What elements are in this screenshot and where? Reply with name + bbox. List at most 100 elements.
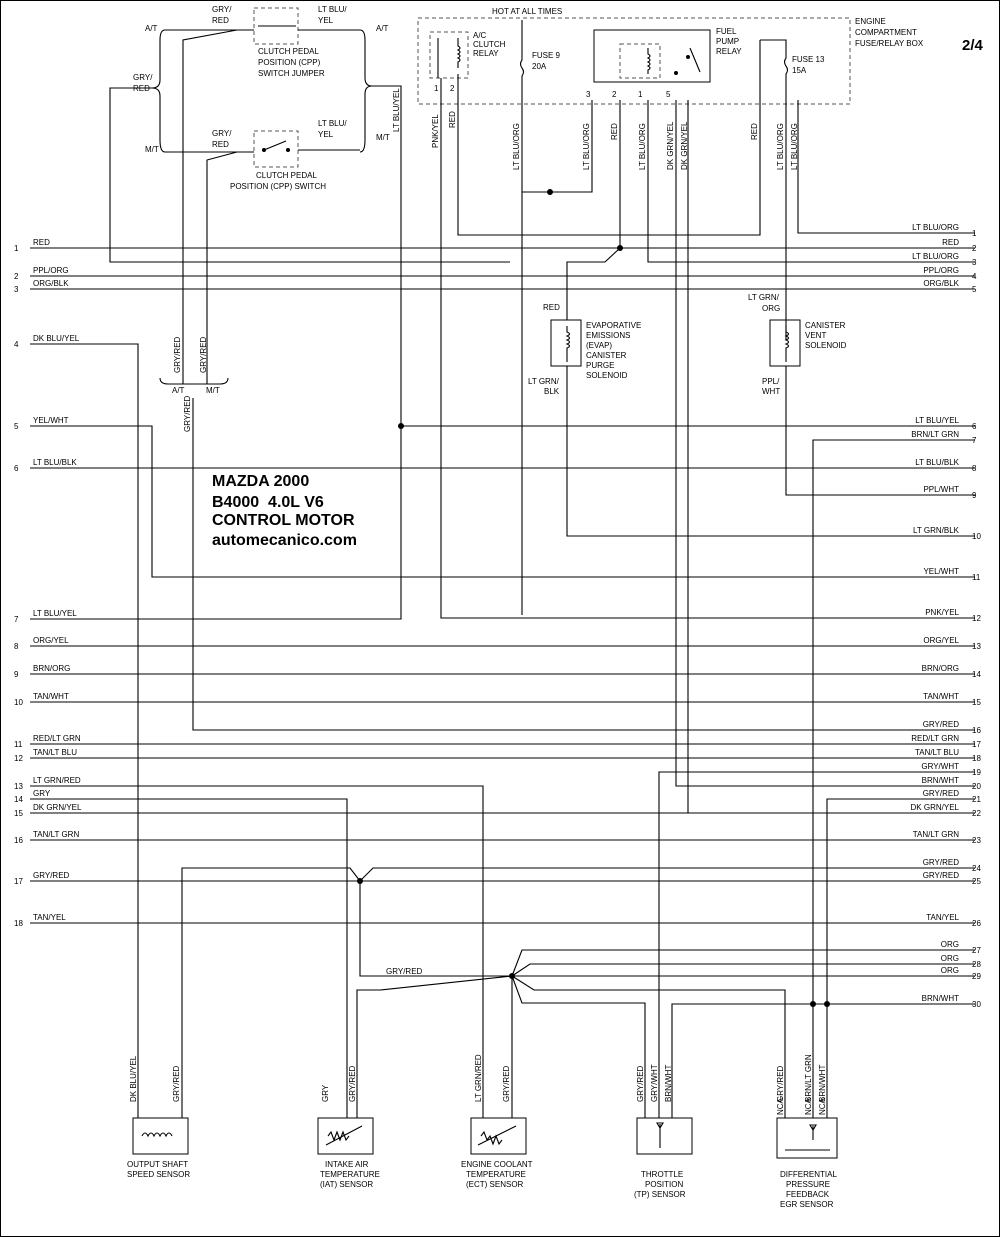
right-wire-label: LT BLU/YEL: [915, 416, 959, 425]
run-gry-red-oss: [181, 867, 361, 1118]
right-wire-label: GRY/WHT: [921, 762, 959, 771]
fpr-1: FUEL: [716, 27, 737, 36]
evap-4: CANISTER: [586, 351, 627, 360]
left-wire-label: ORG/BLK: [33, 279, 69, 288]
evap-ltgrnblk-2: BLK: [544, 387, 560, 396]
oss-lbl-gryred: GRY/RED: [172, 1065, 181, 1102]
splice-fuse9: [547, 189, 553, 195]
fuse9-2: 20A: [532, 62, 547, 71]
wire-gry-red-to-pin3: [109, 87, 510, 263]
left-pin-number: 17: [14, 877, 23, 886]
run-dk-blu-yel: [30, 343, 139, 1118]
dpfe-lbl-brnltgrn: BRN/LT GRN: [804, 1054, 813, 1102]
wire-gry-red-16: [192, 398, 975, 731]
left-wire-label: DK GRN/YEL: [33, 803, 82, 812]
right-wire-label: BRN/LT GRN: [911, 430, 959, 439]
evap-solenoid: RED EVAPORATIVE EMISSIONS (EVAP) CANISTE…: [528, 303, 975, 537]
run-gry-red-tp: [511, 975, 646, 1118]
fpr-pin-5: 5: [666, 90, 671, 99]
wire-red-ac: [457, 78, 620, 236]
mt-label-bottom: M/T: [206, 386, 220, 395]
tp-1: THROTTLE: [641, 1170, 683, 1179]
cpp-jumper-1: CLUTCH PEDAL: [258, 47, 319, 56]
fusebox-wires: PNK/YEL RED LT BLU/ORG LT BLU/ORG RED LT…: [30, 40, 975, 814]
run-org-28: [511, 963, 975, 977]
sensors: DK BLU/YEL GRY/RED OUTPUT SHAFT SPEED SE…: [127, 1054, 838, 1209]
cpp-jumper-box: [253, 7, 299, 45]
evap-1: EVAPORATIVE: [586, 321, 641, 330]
gry-red-switch-2: RED: [212, 140, 229, 149]
right-wire-label: LT BLU/ORG: [912, 223, 959, 232]
left-pin-number: 12: [14, 754, 23, 763]
ect-2: TEMPERATURE: [466, 1170, 526, 1179]
right-wire-label: ORG: [941, 954, 959, 963]
right-wire-label: BRN/WHT: [922, 776, 959, 785]
oss-coil: [141, 1132, 173, 1138]
left-wire-label: LT BLU/BLK: [33, 458, 77, 467]
canister-vent: LT GRN/ ORG CANISTER VENT SOLENOID PPL/ …: [748, 293, 975, 496]
cpp-switch-box: [253, 130, 299, 168]
ect-lbl-gryred: GRY/RED: [502, 1065, 511, 1102]
left-wire-label: LT BLU/YEL: [33, 609, 77, 618]
run-gry: [30, 798, 348, 1118]
wire-ltbluorg-fpr3: [522, 100, 593, 193]
right-wire-label: GRY/RED: [923, 871, 960, 880]
run-brn-wht-20: [826, 798, 975, 1118]
left-pin-number: 16: [14, 836, 23, 845]
iat-box: [317, 1117, 374, 1155]
fpr-2: PUMP: [716, 37, 739, 46]
ltbluyel-vertical: LT BLU/YEL: [392, 88, 401, 132]
at-label-top: A/T: [145, 24, 158, 33]
wire-pplwht-9: [785, 366, 975, 496]
tp-3: (TP) SENSOR: [634, 1190, 686, 1199]
lbl-ltbluorg-f13b: LT BLU/ORG: [790, 123, 799, 170]
dpfe-1: DIFFERENTIAL: [780, 1170, 837, 1179]
iat-2: TEMPERATURE: [320, 1170, 380, 1179]
ltbluyel-jumper-1: LT BLU/: [318, 5, 347, 14]
ect-1: ENGINE COOLANT: [461, 1160, 533, 1169]
ac-relay-coil: [456, 38, 461, 68]
evap-2: EMISSIONS: [586, 331, 630, 340]
right-wire-label: LT BLU/ORG: [912, 252, 959, 261]
left-pin-number: 1: [14, 244, 19, 253]
title-line-1: MAZDA 2000: [212, 473, 309, 490]
fuse-box-label-2: COMPARTMENT: [855, 28, 917, 37]
wire-pnk-yel: [440, 78, 975, 619]
left-pin-number: 10: [14, 698, 23, 707]
right-pin-number: 15: [972, 698, 981, 707]
fpr-coil: [646, 48, 651, 74]
ect-thermistor: [477, 1125, 517, 1146]
wire-red-fuse13: [620, 40, 761, 236]
wire-gry-red-at: [182, 29, 238, 384]
mt-label-right: M/T: [376, 133, 390, 142]
lbl-red-fuse13: RED: [750, 123, 759, 140]
right-pin-number: 17: [972, 740, 981, 749]
ect-lbl-ltgrnred: LT GRN/RED: [474, 1054, 483, 1102]
right-wire-label: ORG/BLK: [923, 279, 959, 288]
right-pin-number: 22: [972, 809, 981, 818]
ect-box: [470, 1117, 527, 1155]
right-pin-number: 26: [972, 919, 981, 928]
cpp-section: A/T M/T GRY/ RED GRY/ RED LT BLU/ YEL A/…: [30, 5, 975, 731]
left-pin-number: 3: [14, 285, 19, 294]
right-wire-label: PPL/WHT: [923, 485, 959, 494]
left-pin-number: 13: [14, 782, 23, 791]
right-wire-label: GRY/RED: [923, 789, 960, 798]
fpr-pin-3: 3: [586, 90, 591, 99]
left-pin-number: 15: [14, 809, 23, 818]
left-wire-label: TAN/LT GRN: [33, 830, 79, 839]
right-wire-label: GRY/RED: [923, 858, 960, 867]
lbl-red-ac: RED: [448, 111, 457, 128]
tp-2: POSITION: [645, 1180, 683, 1189]
left-wire-label: LT GRN/RED: [33, 776, 81, 785]
run-yel-wht: [30, 425, 975, 578]
right-wire-label: BRN/WHT: [922, 994, 959, 1003]
left-pin-number: 9: [14, 670, 19, 679]
right-wire-label: GRY/RED: [923, 720, 960, 729]
fuse-relay-box: HOT AT ALL TIMES ENGINE COMPARTMENT FUSE…: [417, 7, 924, 615]
ac-relay-box: [429, 31, 469, 79]
run-brn-wht-30: [671, 1003, 975, 1118]
left-pin-number: 18: [14, 919, 23, 928]
